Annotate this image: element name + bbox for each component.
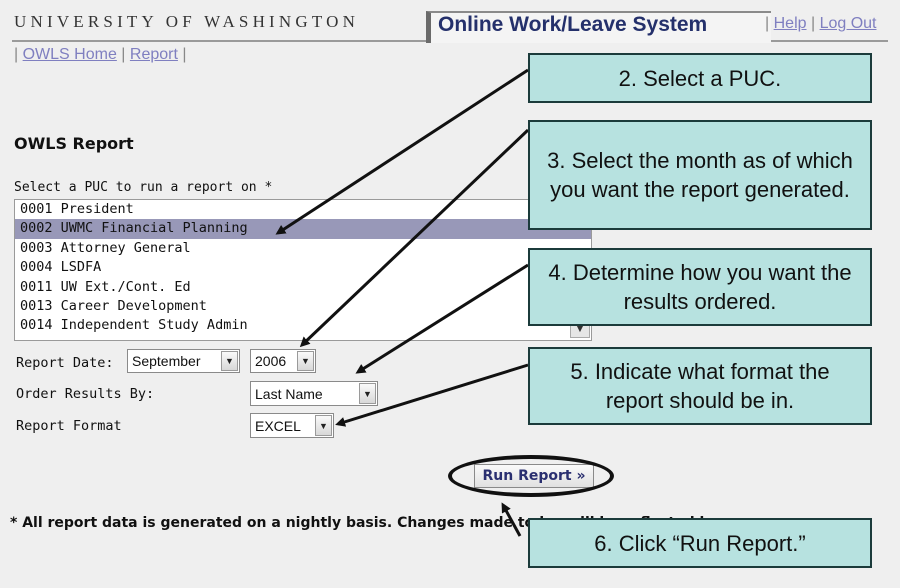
arrow-to-month [299,128,530,348]
app-title: Online Work/Leave System [438,13,708,36]
university-title: UNIVERSITY OF WASHINGTON [14,12,360,31]
report-month-value: September [132,353,201,369]
puc-option[interactable]: 0003 Attorney General [20,239,191,256]
puc-option[interactable]: 0004 LSDFA [20,259,102,276]
report-month-select[interactable]: September ▼ [127,349,240,373]
chevron-down-icon: ▼ [315,415,332,436]
report-format-select[interactable]: EXCEL ▼ [250,413,334,438]
report-link[interactable]: Report [129,46,178,63]
help-link[interactable]: Help [773,15,807,32]
app-title-tab [426,11,771,43]
nav-breadcrumb: | OWLS Home | Report | [14,46,187,63]
chevron-down-icon: ▼ [221,351,238,371]
logout-link[interactable]: Log Out [819,15,877,32]
arrow-to-format [335,363,529,427]
chevron-down-icon: ▼ [297,351,314,371]
order-label: Order Results By: [16,386,155,402]
report-year-value: 2006 [255,353,287,369]
puc-label: Select a PUC to run a report on * [14,180,273,195]
callout-step-3: 3. Select the month as of which you want… [528,120,872,230]
page-title: OWLS Report [14,134,134,153]
chevron-down-icon: ▼ [359,383,376,404]
highlight-ellipse [448,455,614,497]
report-date-label: Report Date: [16,355,114,371]
order-results-value: Last Name [255,385,323,402]
puc-option-selected[interactable]: 0002 UWMC Financial Planning [15,219,591,239]
report-year-select[interactable]: 2006 ▼ [250,349,316,373]
puc-option[interactable]: 0001 President [20,201,134,217]
callout-step-6: 6. Click “Run Report.” [528,518,872,568]
order-results-select[interactable]: Last Name ▼ [250,381,378,406]
top-links: | Help | Log Out [765,15,877,32]
arrow-to-order [355,263,529,374]
puc-option[interactable]: 0013 Career Development [20,298,207,315]
owls-home-link[interactable]: OWLS Home [22,46,117,63]
puc-option[interactable]: 0011 UW Ext./Cont. Ed [20,278,191,295]
report-format-value: EXCEL [255,417,301,434]
arrow-to-run [501,502,522,537]
callout-step-5: 5. Indicate what format the report shoul… [528,347,872,425]
format-label: Report Format [16,418,122,434]
arrow-to-puc [275,68,529,235]
callout-step-4: 4. Determine how you want the results or… [528,248,872,326]
callout-step-2: 2. Select a PUC. [528,53,872,103]
puc-option[interactable]: 0014 Independent Study Admin [20,317,248,334]
